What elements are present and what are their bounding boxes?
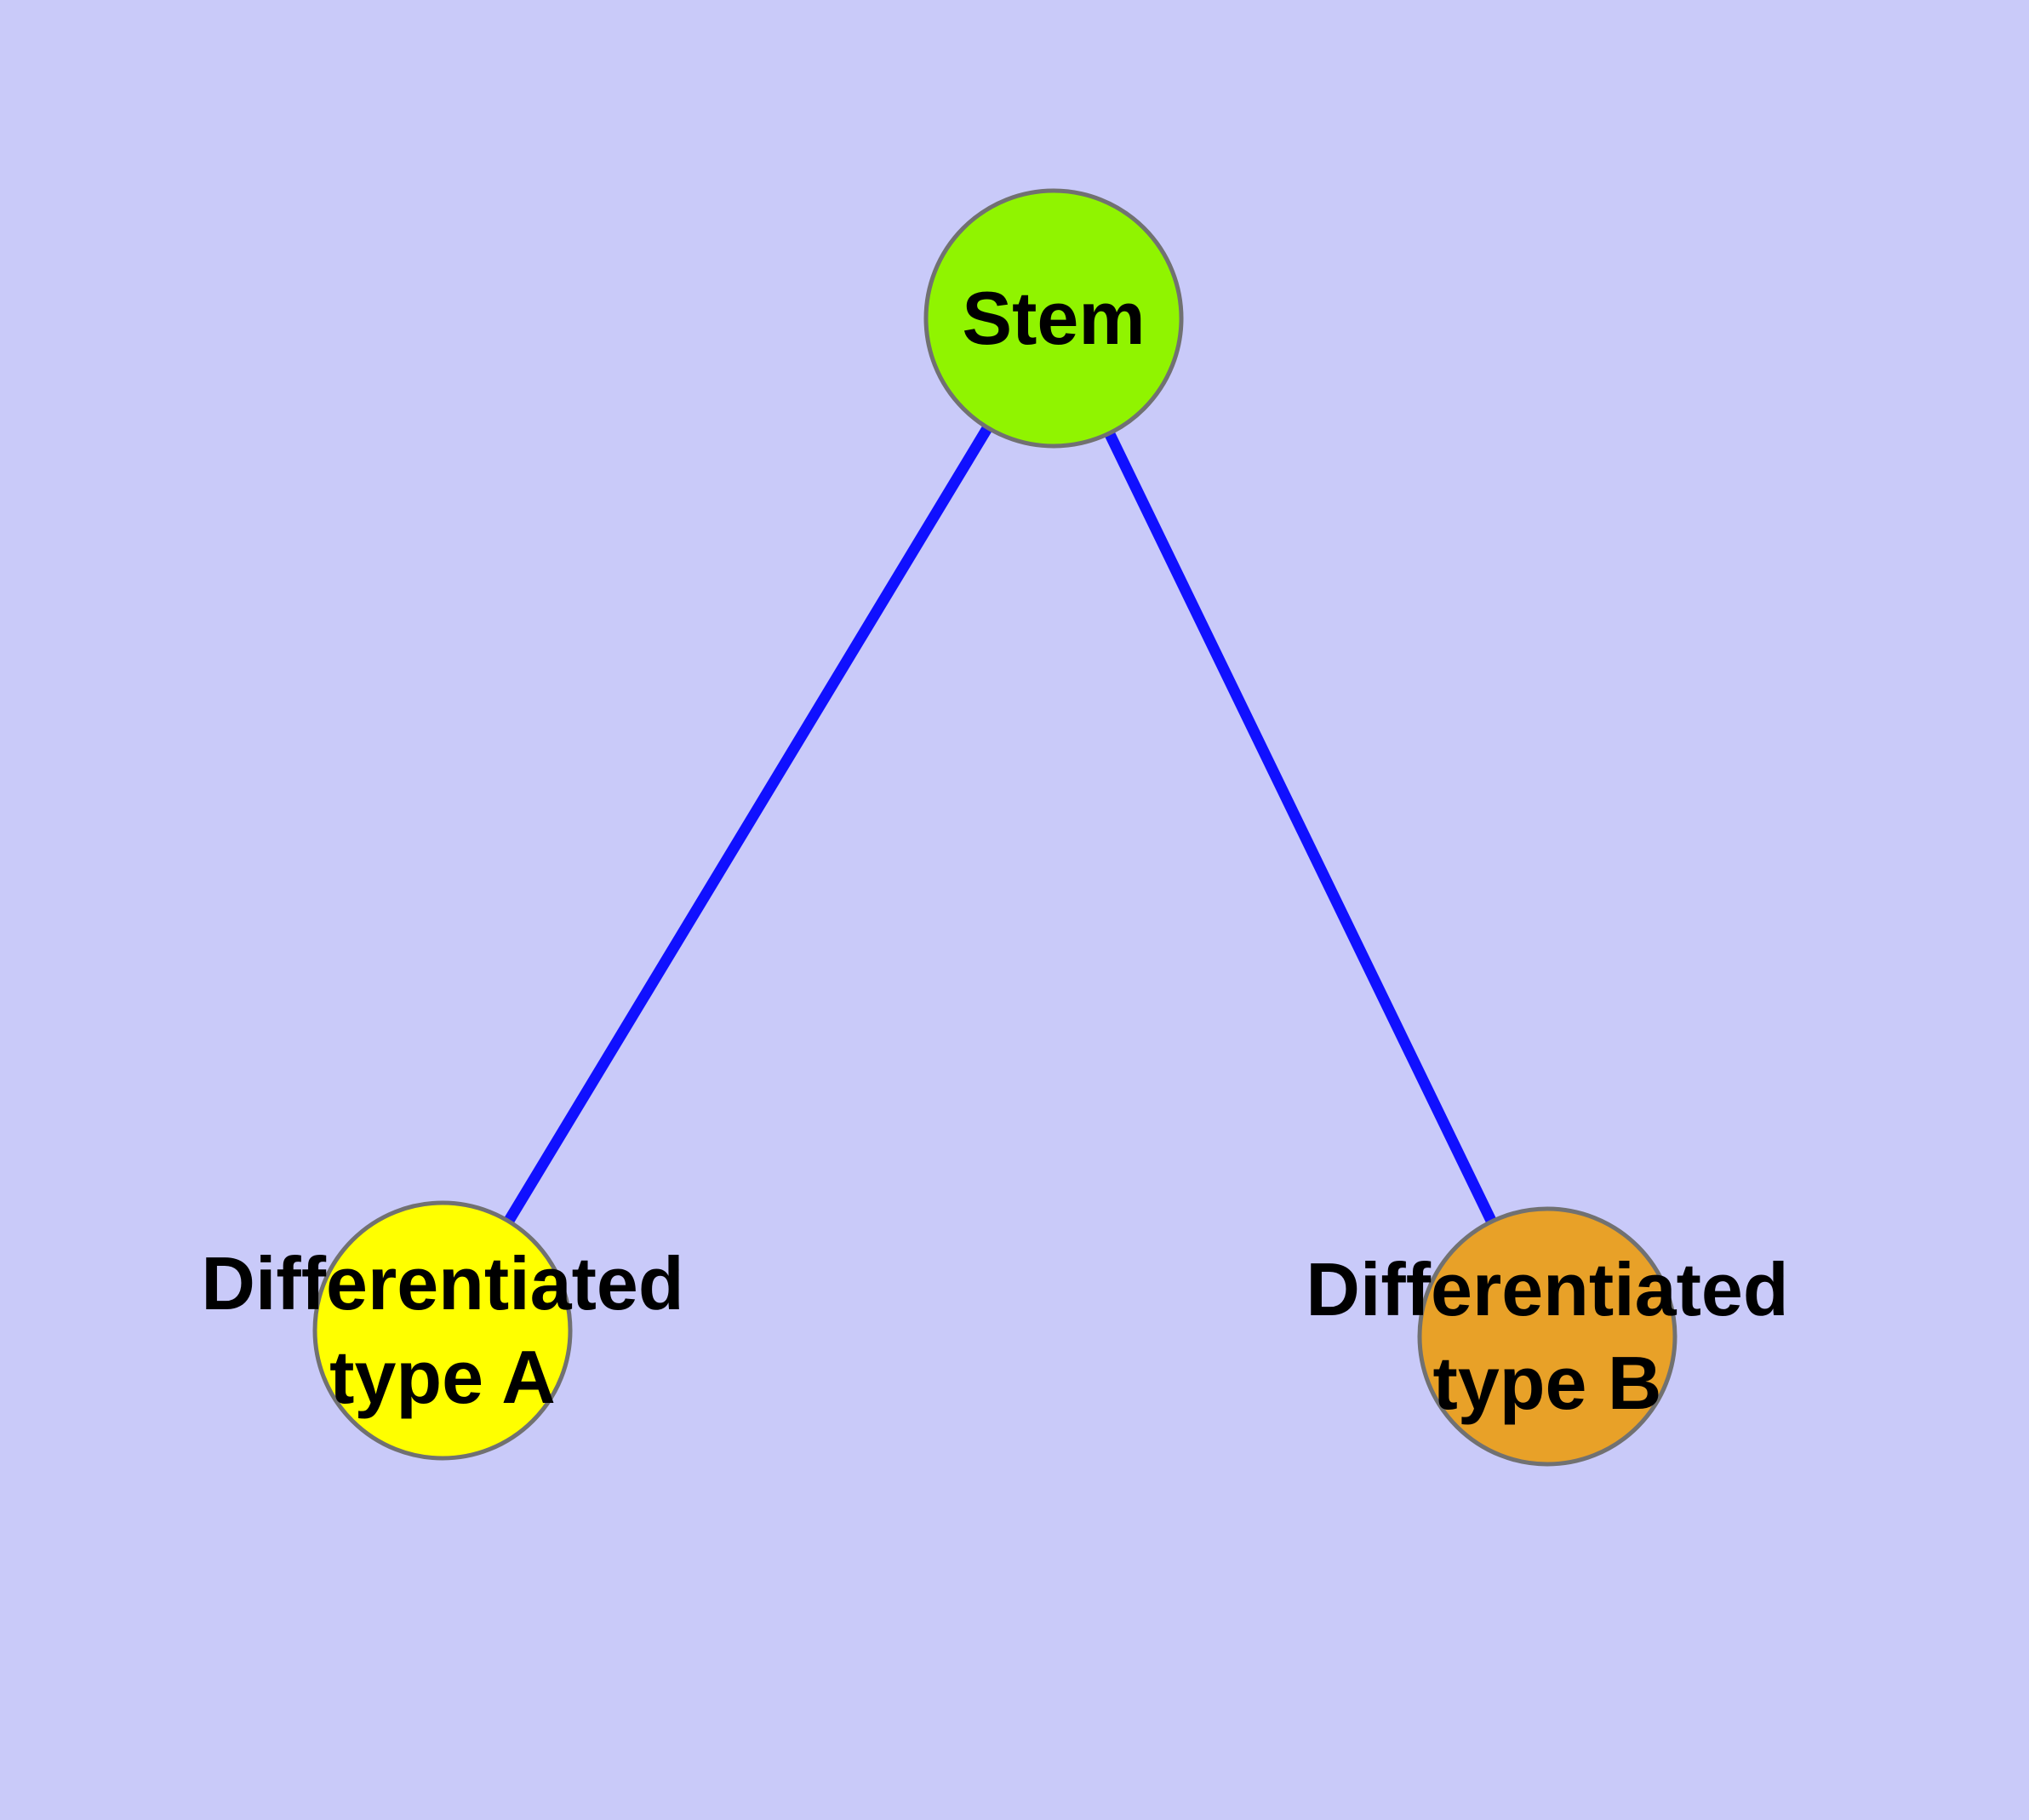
node-circle-type-a[interactable] [312, 1200, 573, 1461]
node-label-differentiated-type-a: Differentiated type A [201, 1241, 684, 1419]
edge-stem-type-b [1049, 316, 1552, 1339]
node-label-differentiated-type-b: Differentiated type B [1306, 1247, 1789, 1425]
node-circle-stem[interactable] [923, 188, 1184, 449]
node-circle-type-b[interactable] [1417, 1206, 1677, 1467]
node-label-stem: Stem [962, 276, 1146, 360]
edge-stem-type-a [437, 315, 1059, 1334]
